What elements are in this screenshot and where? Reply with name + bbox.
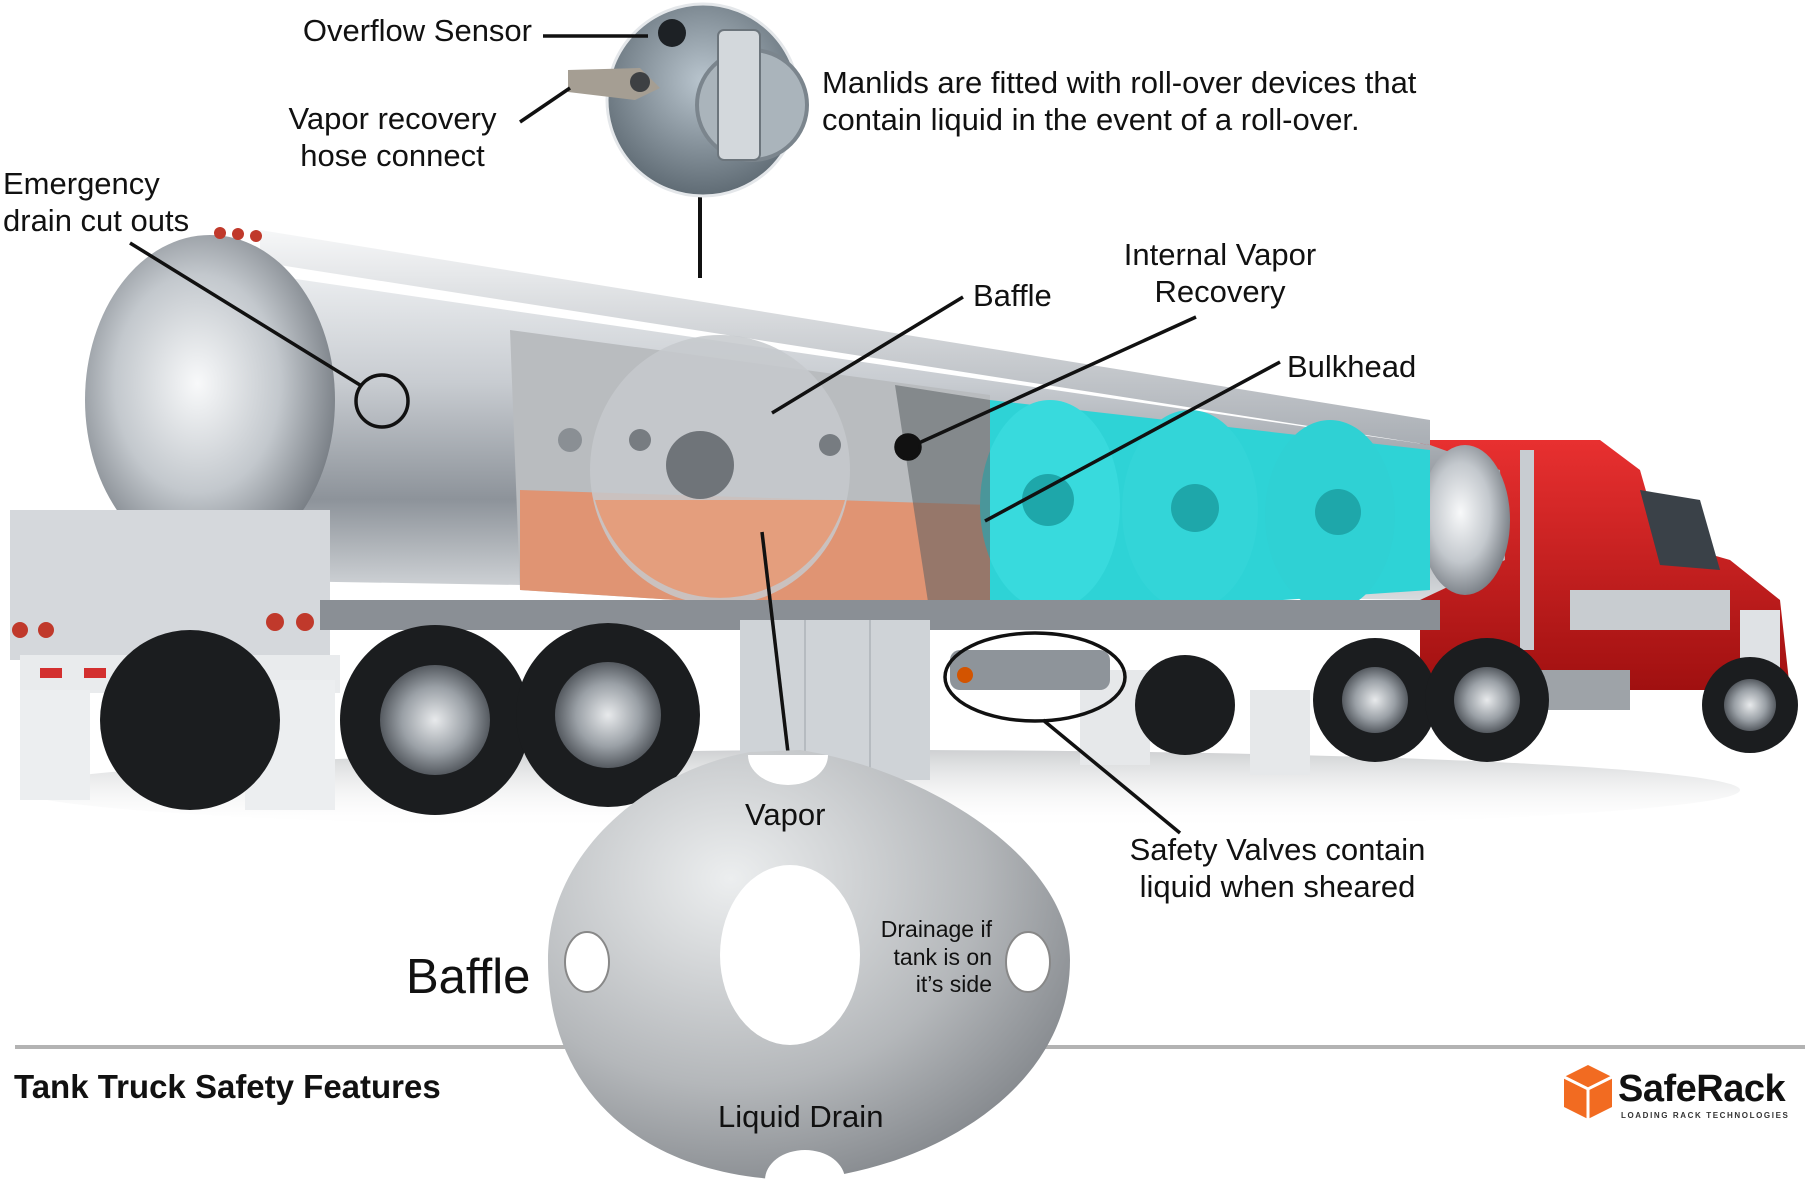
- liquid-compartment-orange: [510, 330, 990, 620]
- label-safety-valves: Safety Valves contain liquid when sheare…: [1129, 832, 1426, 905]
- label-manlids-note: Manlids are fitted with roll-over device…: [822, 65, 1417, 138]
- callout-lines: [129, 34, 1281, 835]
- baffle-label-liquid-drain: Liquid Drain: [718, 1099, 884, 1134]
- label-bulkhead: Bulkhead: [1287, 349, 1417, 384]
- label-vapor-recovery-hose: Vapor recovery hose connect: [288, 101, 497, 174]
- label-internal-vapor-recovery: Internal Vapor Recovery: [1123, 237, 1317, 310]
- chassis: [320, 600, 1440, 780]
- baffle-label-vapor: Vapor: [745, 797, 826, 832]
- label-emergency-drain: Emergency drain cut outs: [3, 166, 190, 239]
- label-baffle: Baffle: [973, 278, 1052, 313]
- brand-name: SafeRack: [1618, 1068, 1786, 1110]
- baffle-label-drainage: Drainage if tank is on it’s side: [880, 916, 992, 998]
- baffle-detail-plate: [548, 750, 1070, 1180]
- brand-tagline: LOADING RACK TECHNOLOGIES: [1621, 1111, 1790, 1120]
- tank-rear-end-cap: [85, 227, 335, 565]
- safety-valve-cluster: [950, 650, 1110, 690]
- baffle-detail-title: Baffle: [406, 950, 531, 1004]
- manlid-inset: [568, 2, 809, 278]
- liquid-compartment-cyan: [895, 385, 1430, 620]
- wheels: [100, 623, 1798, 815]
- page-title: Tank Truck Safety Features: [14, 1068, 441, 1105]
- label-overflow-sensor: Overflow Sensor: [302, 13, 532, 48]
- saferack-cube-icon: [1563, 1065, 1613, 1119]
